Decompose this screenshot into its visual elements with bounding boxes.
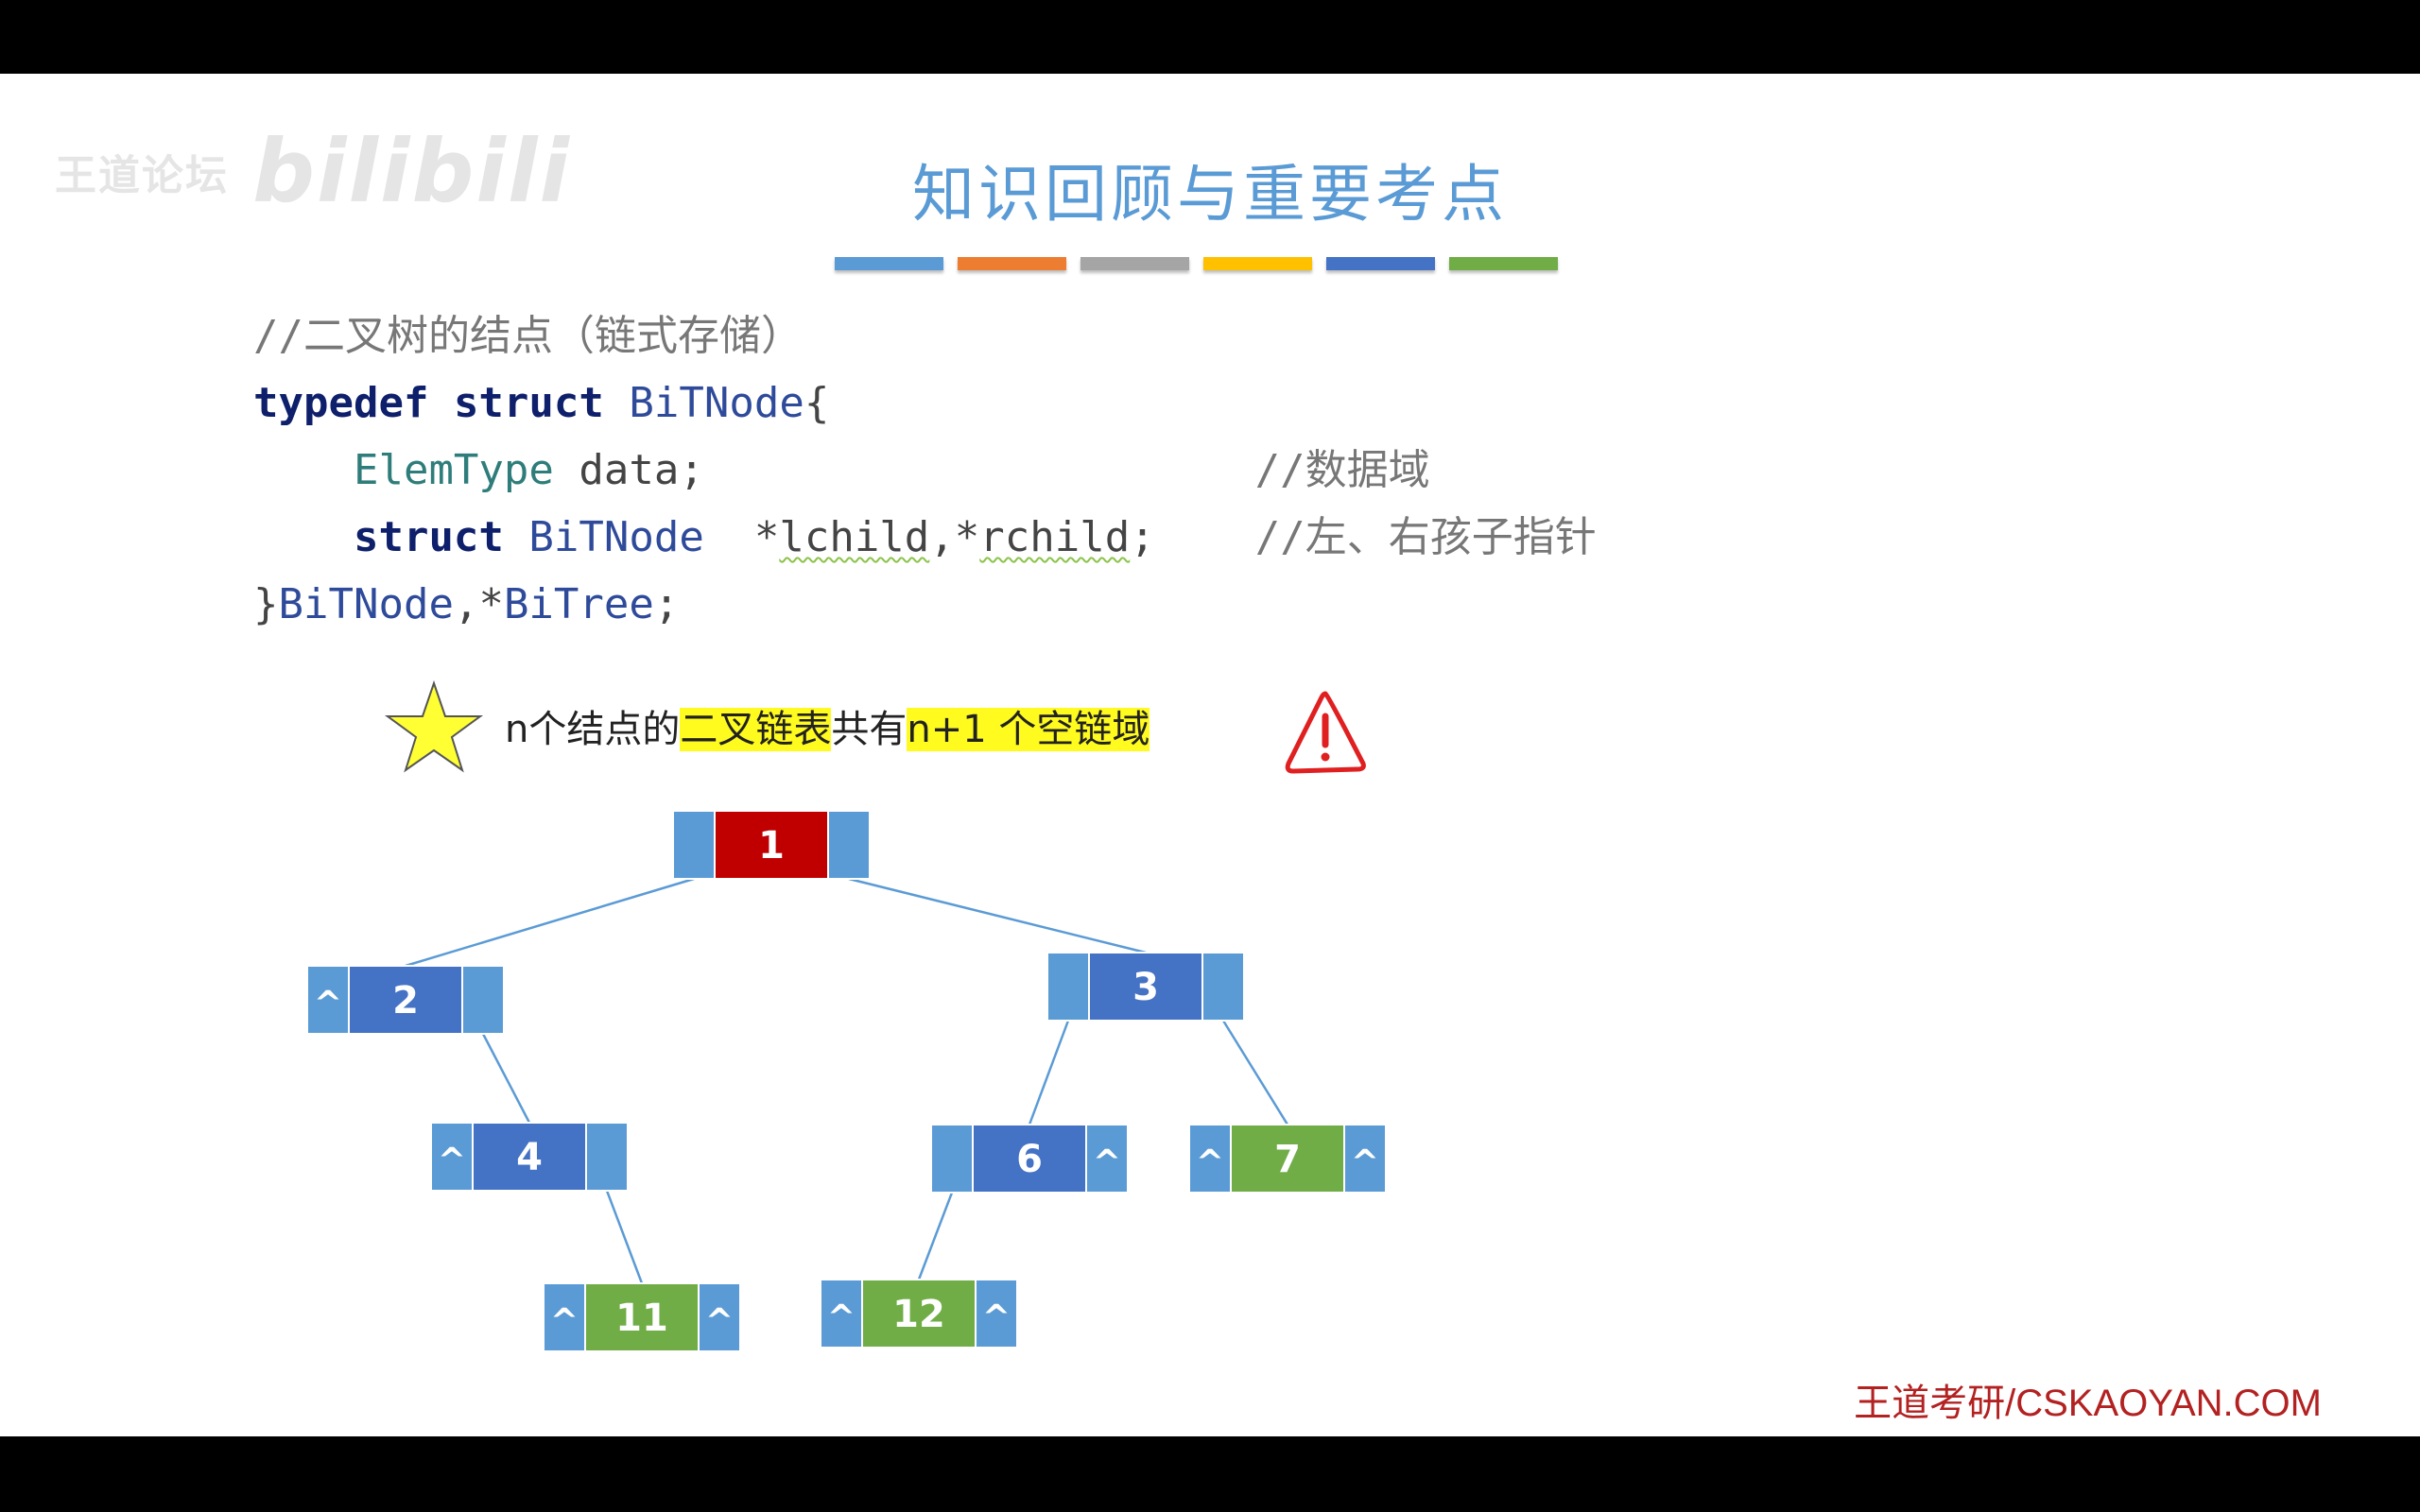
data-cell xyxy=(714,810,829,880)
tree-node-7: 7 ^ ^ xyxy=(1188,1124,1387,1194)
rchild-pointer-cell xyxy=(1085,1124,1129,1194)
lchild-pointer-cell xyxy=(820,1279,863,1349)
data-comment: //数据域 xyxy=(1254,446,1430,494)
title-color-bar xyxy=(835,257,1558,270)
node-label: 7 xyxy=(1274,1138,1301,1181)
warning-icon xyxy=(1285,691,1366,774)
slide-title: 知识回顾与重要考点 xyxy=(912,158,1508,231)
note-highlight-binary-linked-list: 二叉链表 xyxy=(680,708,832,751)
title-bar-segment xyxy=(1449,257,1558,270)
keyword-struct-2: struct xyxy=(353,513,504,561)
watermark: 王道论坛 bilibili xyxy=(55,121,571,222)
tree-node-12: 12 ^ ^ xyxy=(820,1279,1018,1349)
close-brace: } xyxy=(253,580,279,628)
node-label: 6 xyxy=(1016,1138,1043,1181)
slide: 王道论坛 bilibili 知识回顾与重要考点 //二叉树的结点（链式存储） t… xyxy=(0,74,2420,1436)
tree-node-2: 2^ xyxy=(306,965,505,1035)
null-left-marker: ^ xyxy=(827,1298,856,1337)
note-highlight-null-links: n+1 个空链域 xyxy=(907,708,1150,751)
tree-edge-2-4 xyxy=(481,1033,531,1124)
null-left-marker: ^ xyxy=(1196,1143,1224,1182)
tree-node-11: 11 ^ ^ xyxy=(543,1282,741,1352)
title-bar-segment xyxy=(958,257,1066,270)
null-left-marker: ^ xyxy=(438,1142,466,1180)
note-part1: n个结点的 xyxy=(505,708,681,751)
lchild-pointer-cell xyxy=(672,810,716,880)
keyword-typedef: typedef xyxy=(253,379,429,427)
rchild-pointer-cell xyxy=(698,1282,741,1352)
tree-node-6: 6^ xyxy=(930,1124,1129,1194)
null-right-marker: ^ xyxy=(705,1302,734,1341)
end-semicolon: ; xyxy=(653,580,680,628)
rchild-pointer-cell xyxy=(1343,1124,1387,1194)
open-brace: { xyxy=(804,379,830,427)
pointer-star-2: * xyxy=(954,513,980,561)
null-left-marker: ^ xyxy=(314,985,342,1023)
null-right-marker: ^ xyxy=(1093,1143,1121,1182)
rchild-pointer-cell xyxy=(1201,952,1245,1022)
node-label: 1 xyxy=(758,824,785,868)
tree-edge-3-6 xyxy=(1028,1020,1070,1125)
bilibili-logo: bilibili xyxy=(252,121,572,222)
pointer-star-3: * xyxy=(478,580,504,628)
alias-tree: BiTree xyxy=(503,580,654,628)
footer-brand: 王道考研/CSKAOYAN.COM xyxy=(1854,1383,2322,1424)
rchild-pointer-cell xyxy=(585,1122,629,1192)
elem-type: ElemType xyxy=(353,446,554,494)
semicolon: ; xyxy=(1130,513,1155,561)
code-comment: //二叉树的结点（链式存储） xyxy=(253,312,803,360)
data-cell xyxy=(472,1122,587,1192)
tree-edge-6-12 xyxy=(917,1192,954,1280)
data-cell xyxy=(861,1279,977,1349)
null-right-marker: ^ xyxy=(1351,1143,1379,1182)
lchild-pointer-cell xyxy=(930,1124,974,1194)
binary-tree-diagram: 12^34^6^7^^11^^12^^ xyxy=(306,810,1387,1352)
data-cell xyxy=(1230,1124,1345,1194)
watermark-text: 王道论坛 xyxy=(55,151,229,200)
key-point-note: n个结点的二叉链表共有n+1 个空链域 xyxy=(505,701,1150,758)
tree-edge-1-2 xyxy=(405,877,695,968)
code-block: //二叉树的结点（链式存储） typedef struct BiTNode{ E… xyxy=(253,302,1597,638)
lchild-pointer-cell xyxy=(1046,952,1090,1022)
struct-name-2: BiTNode xyxy=(528,513,704,561)
tree-node-3: 3 xyxy=(1046,952,1245,1022)
note-part2: 共有 xyxy=(831,708,908,751)
title-bar-segment xyxy=(1080,257,1189,270)
null-right-marker: ^ xyxy=(982,1298,1011,1337)
struct-name: BiTNode xyxy=(629,379,804,427)
title-bar-segment xyxy=(1203,257,1312,270)
pointer-star-1: * xyxy=(753,513,780,561)
node-label: 11 xyxy=(615,1297,668,1340)
node-label: 12 xyxy=(892,1293,945,1336)
data-cell xyxy=(584,1282,700,1352)
data-field: data; xyxy=(579,446,704,494)
rchild-field: rchild xyxy=(979,513,1131,561)
node-label: 4 xyxy=(516,1136,543,1179)
lchild-pointer-cell xyxy=(1188,1124,1232,1194)
lchild-pointer-cell xyxy=(430,1122,474,1192)
tree-edge-4-11 xyxy=(605,1190,644,1284)
lchild-pointer-cell xyxy=(306,965,350,1035)
child-comment: //左、右孩子指针 xyxy=(1254,513,1597,561)
rchild-pointer-cell xyxy=(827,810,871,880)
title-bar-segment xyxy=(835,257,943,270)
lchild-field: lchild xyxy=(779,513,930,561)
tree-edge-3-7 xyxy=(1221,1020,1289,1125)
star-icon xyxy=(384,679,484,773)
alias-node: BiTNode xyxy=(278,580,454,628)
data-cell xyxy=(1088,952,1203,1022)
rchild-pointer-cell xyxy=(975,1279,1018,1349)
null-left-marker: ^ xyxy=(550,1302,579,1341)
tree-edges xyxy=(405,877,1289,1284)
tree-node-1: 1 xyxy=(672,810,871,880)
tree-edge-1-3 xyxy=(848,877,1147,954)
rchild-pointer-cell xyxy=(461,965,505,1035)
title-bar-segment xyxy=(1326,257,1435,270)
comma: , xyxy=(929,513,955,561)
node-label: 3 xyxy=(1132,966,1159,1009)
keyword-struct: struct xyxy=(453,379,604,427)
node-label: 2 xyxy=(392,979,419,1022)
tree-node-4: 4^ xyxy=(430,1122,629,1192)
comma-2: , xyxy=(453,580,479,628)
